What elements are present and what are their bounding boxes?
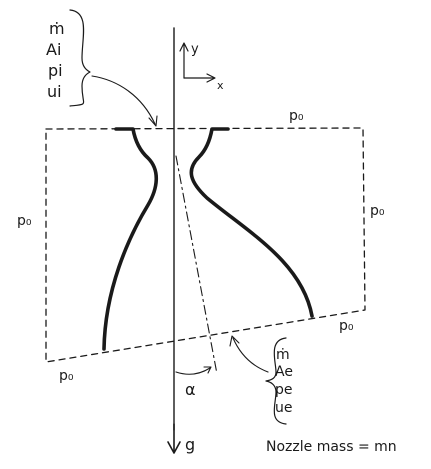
nozzle-centerline xyxy=(175,155,218,375)
nozzle-right-wall xyxy=(189,127,314,318)
y-axis-label: y xyxy=(191,42,199,57)
alpha-angle-arrow-head xyxy=(203,366,212,374)
nozzle-left-wall xyxy=(102,127,159,351)
exit-pointer-arrow-head xyxy=(229,335,240,347)
y-axis-arrow-head xyxy=(179,42,189,52)
ambient-pressure-label-bottom-right: p₀ xyxy=(339,318,354,334)
gravity-arrow-head xyxy=(167,441,181,454)
exit-brace xyxy=(265,337,287,425)
ambient-pressure-label-right: p₀ xyxy=(370,203,385,219)
nozzle-mass-note: Nozzle mass = mn xyxy=(266,439,397,455)
exit-velocity-label: ue xyxy=(275,400,293,416)
inlet-brace xyxy=(69,9,91,107)
alpha-angle-arc xyxy=(175,367,211,375)
ambient-pressure-label-left: p₀ xyxy=(17,213,32,229)
alpha-label: α xyxy=(185,380,196,399)
exit-mdot-label: ṁ xyxy=(276,347,290,363)
inlet-velocity-label: ui xyxy=(47,82,62,101)
x-axis-arrow-head xyxy=(206,73,216,83)
inlet-pointer-arrow xyxy=(91,75,156,125)
x-axis-label: x xyxy=(217,79,224,92)
inlet-pressure-label: pi xyxy=(48,61,63,80)
control-volume-boundary xyxy=(45,127,366,363)
inlet-area-label: Ai xyxy=(46,40,61,59)
exit-area-label: Ae xyxy=(275,364,293,380)
inlet-pointer-arrow-head xyxy=(148,115,158,127)
ambient-pressure-label-bottom-left: p₀ xyxy=(59,368,74,384)
gravity-label: g xyxy=(185,435,195,454)
exit-pointer-arrow xyxy=(232,337,269,373)
ambient-pressure-label-top: p₀ xyxy=(289,108,304,124)
exit-pressure-label: pe xyxy=(275,382,293,398)
inlet-mdot-label: ṁ xyxy=(49,19,65,38)
